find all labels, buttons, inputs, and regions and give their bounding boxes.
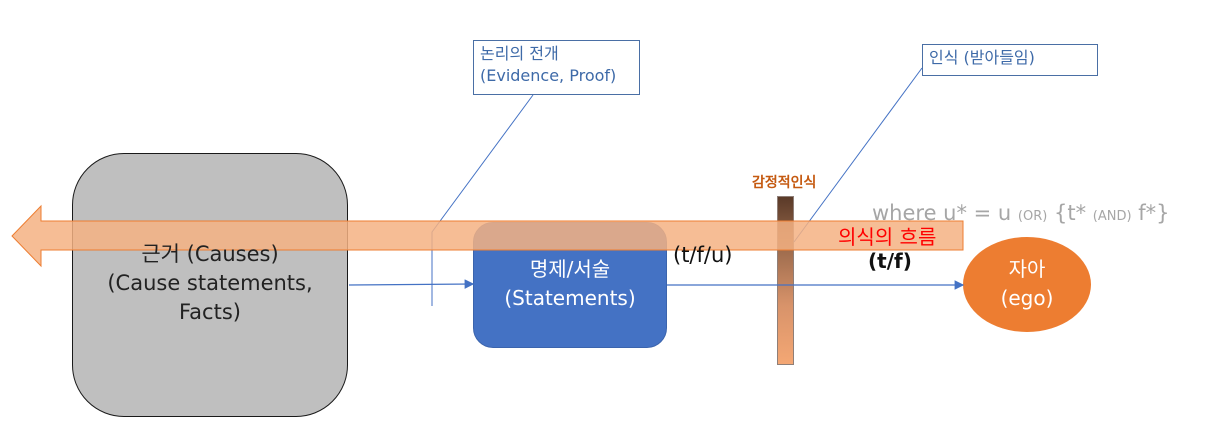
logic-callout: 논리의 전개 (Evidence, Proof) <box>473 40 640 95</box>
causes-to-statements-arrow <box>348 279 475 289</box>
causes-title: 근거 (Causes) <box>141 242 279 266</box>
causes-node <box>72 153 348 417</box>
causes-subtitle-1: (Cause statements, <box>107 271 313 295</box>
formula-or: (OR) <box>1017 209 1048 224</box>
emotional-recognition-label: 감정적인식 <box>752 175 817 191</box>
ego-values-label: (t/f) <box>868 249 912 273</box>
statements-title: 명제/서술 <box>529 257 611 281</box>
formula-part-1: where u* = u <box>872 201 1018 225</box>
ego-subtitle: (ego) <box>1000 286 1054 310</box>
statements-label: 명제/서술 (Statements) <box>473 255 667 313</box>
recognition-callout: 인식 (받아들임) <box>922 44 1098 76</box>
logic-callout-title: 논리의 전개 <box>480 44 559 63</box>
statement-values-label: (t/f/u) <box>673 243 733 267</box>
formula-and: (AND) <box>1092 209 1132 224</box>
flow-of-consciousness-arrow <box>11 204 964 268</box>
flow-of-consciousness-label: 의식의 흐름 <box>838 225 937 249</box>
causes-subtitle-2: Facts) <box>179 300 241 324</box>
statements-subtitle: (Statements) <box>504 286 636 310</box>
recognition-callout-text: 인식 (받아들임) <box>929 48 1035 67</box>
formula-part-3: f*} <box>1131 201 1170 225</box>
ego-label: 자아 (ego) <box>963 255 1091 313</box>
where-formula: where u* = u (OR) {t* (AND) f*} <box>872 201 1170 225</box>
ego-node <box>963 237 1091 332</box>
formula-part-2: {t* <box>1047 201 1093 225</box>
causes-label: 근거 (Causes) (Cause statements, Facts) <box>72 240 348 327</box>
logic-callout-subtitle: (Evidence, Proof) <box>480 66 617 85</box>
ego-title: 자아 <box>1008 257 1046 281</box>
recognition-callout-leader <box>793 67 923 243</box>
